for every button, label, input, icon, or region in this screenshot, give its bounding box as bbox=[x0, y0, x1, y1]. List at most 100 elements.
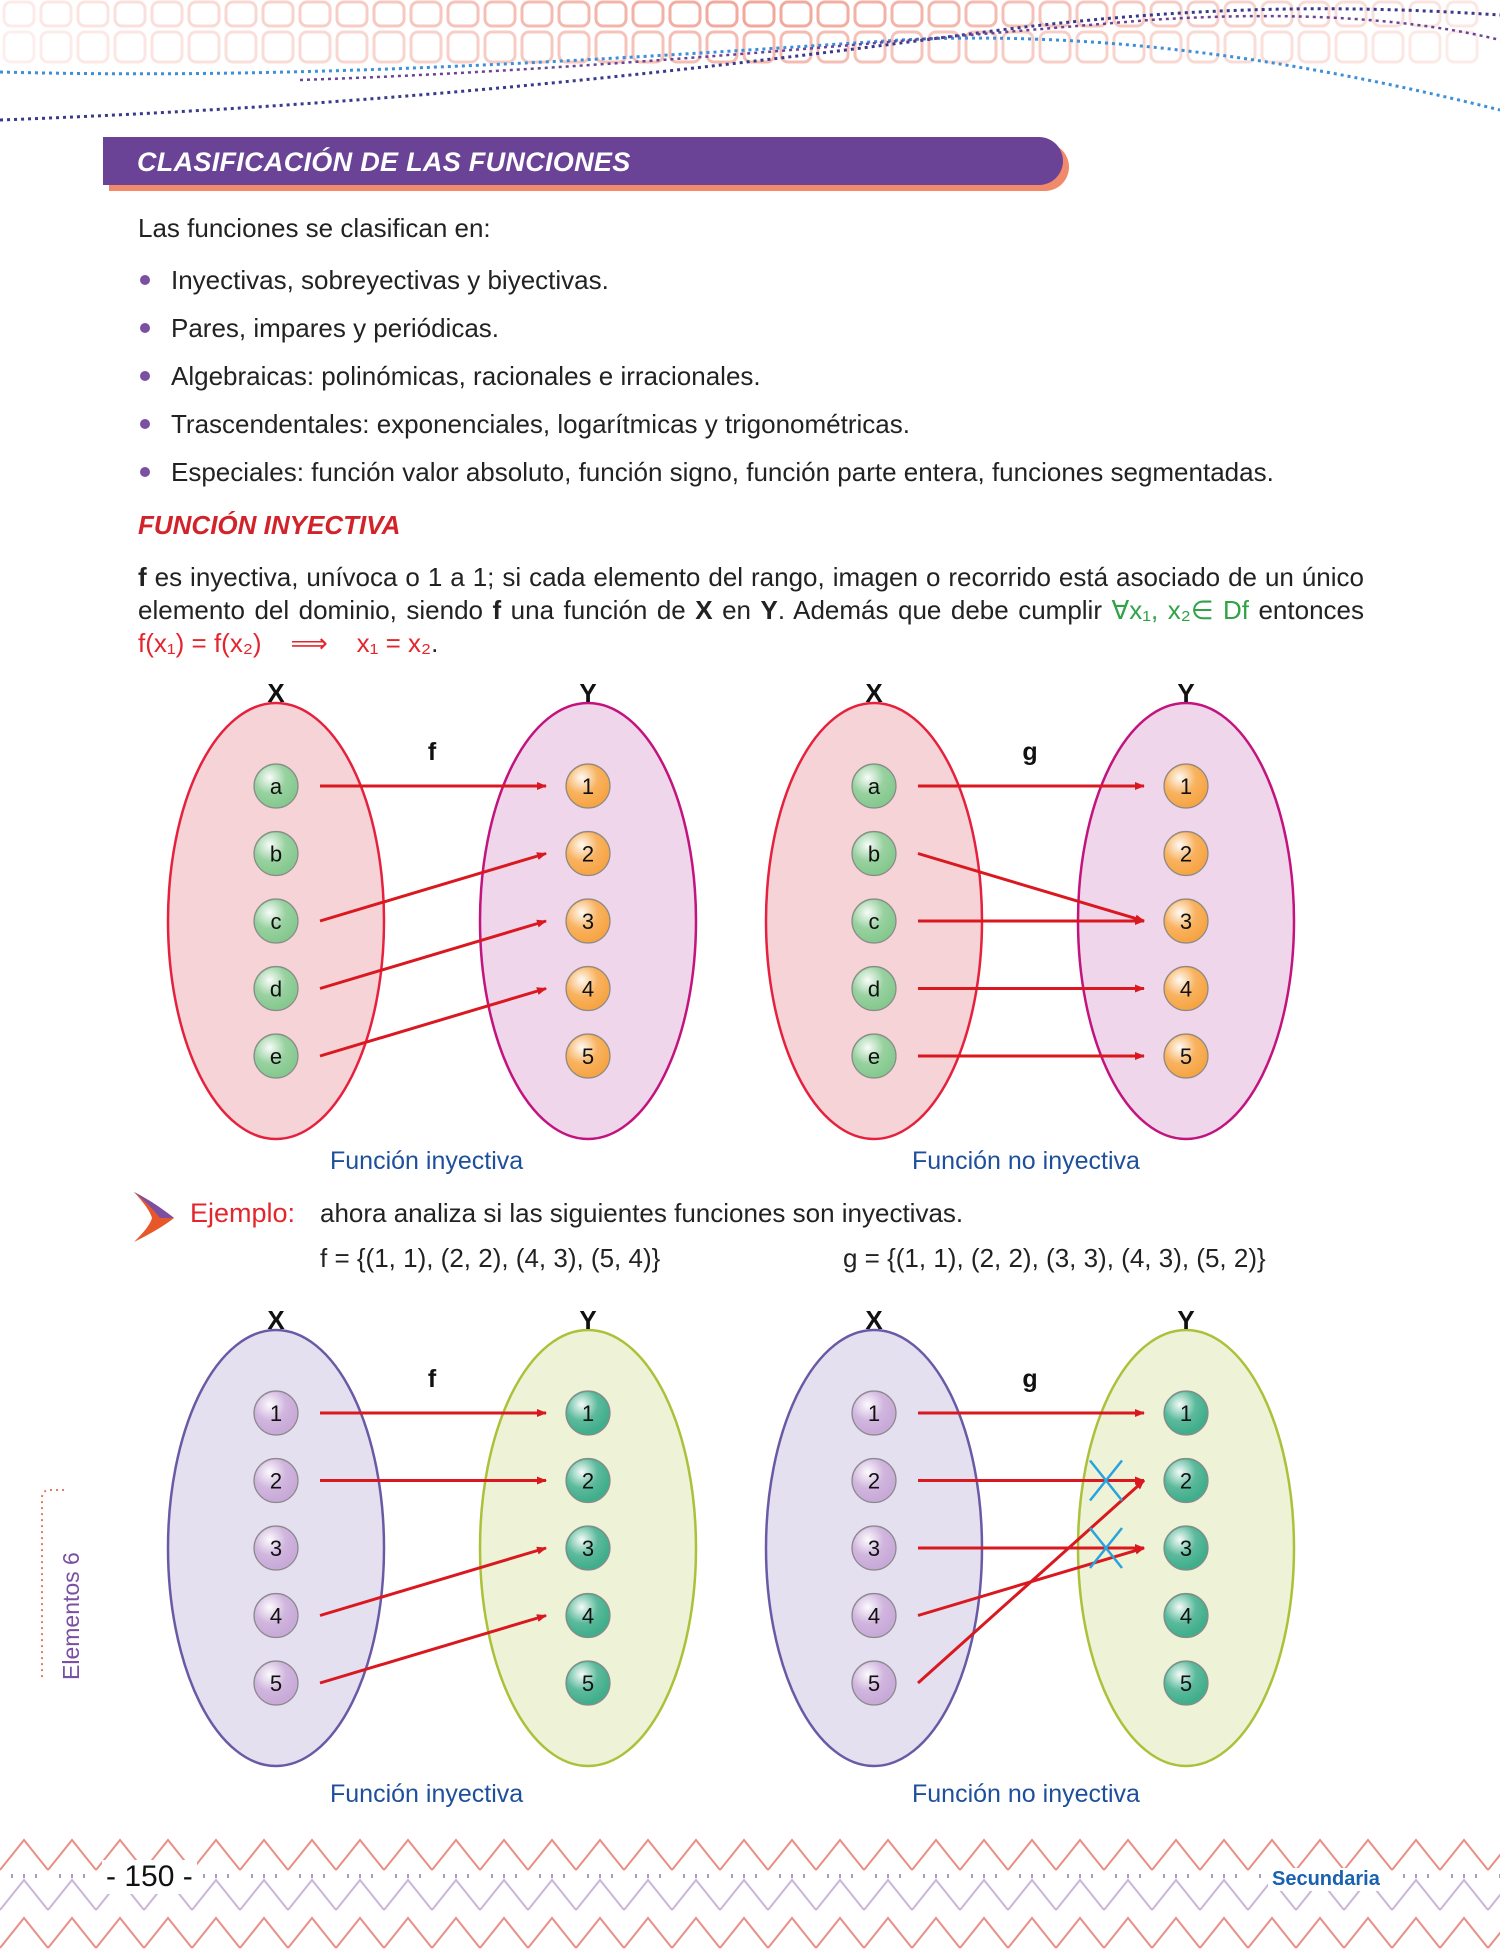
header-tile bbox=[39, 0, 73, 28]
header-tile bbox=[1223, 30, 1257, 64]
header-tile bbox=[816, 0, 850, 28]
subheading-injective: FUNCIÓN INYECTIVA bbox=[138, 510, 401, 540]
element-label: 3 bbox=[270, 1536, 282, 1561]
header-tile bbox=[446, 0, 480, 28]
footer-pattern bbox=[191, 1916, 241, 1949]
domain-element: 5 bbox=[253, 1660, 299, 1706]
header-tile bbox=[520, 0, 554, 28]
side-book-label: Elementos 6 bbox=[58, 1552, 84, 1680]
element-label: 1 bbox=[582, 1401, 594, 1426]
definition-text: entonces bbox=[1248, 595, 1364, 625]
footer-pattern bbox=[0, 1916, 49, 1949]
section-title-band bbox=[103, 137, 1063, 185]
header-tile bbox=[1260, 30, 1294, 64]
footer-pattern bbox=[1007, 1838, 1057, 1871]
footer-pattern bbox=[1199, 1916, 1249, 1949]
header-tile bbox=[927, 30, 961, 64]
header-tile bbox=[1260, 0, 1294, 28]
domain-element: 4 bbox=[851, 1592, 897, 1639]
footer-pattern bbox=[1487, 1931, 1500, 1949]
codomain-element: 3 bbox=[565, 898, 611, 944]
codomain-element: 2 bbox=[565, 1457, 611, 1504]
footer-pattern bbox=[623, 1916, 673, 1949]
footer-pattern bbox=[383, 1838, 433, 1871]
function-name: g bbox=[1022, 1365, 1037, 1393]
header-tile bbox=[76, 0, 110, 28]
header-tile bbox=[372, 30, 406, 64]
list-item: Trascendentales: exponenciales, logarítm… bbox=[138, 400, 1274, 448]
footer-pattern bbox=[527, 1916, 577, 1949]
section-title-bar: CLASIFICACIÓN DE LAS FUNCIONES bbox=[103, 137, 1069, 191]
mapping-arrow bbox=[319, 919, 547, 990]
element-label: 4 bbox=[582, 1604, 594, 1629]
element-label: 4 bbox=[270, 1604, 282, 1629]
element-label: 4 bbox=[1180, 977, 1192, 1002]
footer-pattern bbox=[863, 1916, 913, 1949]
footer-pattern bbox=[815, 1838, 865, 1871]
symbol-x: X bbox=[695, 595, 713, 625]
footer-pattern bbox=[1247, 1916, 1297, 1949]
element-label: c bbox=[869, 909, 880, 934]
footer-pattern bbox=[479, 1916, 529, 1949]
footer-pattern bbox=[575, 1916, 625, 1949]
domain-element: 3 bbox=[253, 1525, 299, 1571]
header-tile bbox=[1001, 0, 1035, 28]
footer-pattern bbox=[239, 1916, 289, 1949]
definition-paragraph: f es inyectiva, unívoca o 1 a 1; si cada… bbox=[138, 561, 1364, 660]
condition-expression: f(x₁) = f(x₂) ⟹ x₁ = x₂ bbox=[138, 628, 432, 658]
footer-pattern bbox=[1103, 1916, 1153, 1949]
header-tile bbox=[668, 0, 702, 28]
footer-pattern bbox=[479, 1838, 529, 1871]
footer-pattern bbox=[47, 1838, 97, 1871]
diagram-caption: Función inyectiva bbox=[330, 1147, 524, 1175]
intro-text: Las funciones se clasifican en: bbox=[138, 213, 491, 243]
footer-pattern bbox=[671, 1916, 721, 1949]
footer-pattern bbox=[1343, 1838, 1393, 1871]
header-tile bbox=[76, 30, 110, 64]
set-label-x: X bbox=[865, 678, 883, 708]
element-label: d bbox=[868, 977, 880, 1002]
footer-pattern bbox=[1439, 1916, 1489, 1949]
footer-pattern bbox=[1295, 1916, 1345, 1949]
header-tile bbox=[1371, 0, 1405, 28]
footer-pattern bbox=[287, 1838, 337, 1871]
header-tile bbox=[2, 30, 36, 64]
codomain-element: 1 bbox=[1163, 763, 1209, 809]
header-tile bbox=[1038, 30, 1072, 64]
domain-element: e bbox=[253, 1033, 299, 1079]
element-label: 4 bbox=[1180, 1604, 1192, 1629]
codomain-element: 4 bbox=[565, 1592, 611, 1639]
header-tile bbox=[1186, 30, 1220, 64]
example-chevron-icon bbox=[134, 1192, 174, 1242]
definition-text: en bbox=[712, 595, 761, 625]
header-tile bbox=[964, 30, 998, 64]
domain-element: b bbox=[851, 830, 897, 877]
footer-pattern bbox=[383, 1916, 433, 1949]
footer-pattern bbox=[191, 1838, 241, 1871]
header-tile bbox=[335, 0, 369, 28]
element-label: 2 bbox=[1180, 842, 1192, 867]
header-tile bbox=[1075, 30, 1109, 64]
header-tile bbox=[298, 30, 332, 64]
element-label: 1 bbox=[868, 1401, 880, 1426]
function-name: f bbox=[428, 1365, 437, 1393]
footer-pattern bbox=[383, 1878, 433, 1911]
footer-pattern bbox=[431, 1838, 481, 1871]
footer-pattern bbox=[1103, 1838, 1153, 1871]
footer-pattern bbox=[719, 1878, 769, 1911]
element-label: 5 bbox=[582, 1671, 594, 1696]
footer-decoration bbox=[0, 1838, 1500, 1949]
mapping-arrow bbox=[917, 852, 1145, 923]
footer-pattern bbox=[719, 1916, 769, 1949]
header-tile bbox=[1112, 0, 1146, 28]
element-label: 3 bbox=[1180, 1536, 1192, 1561]
element-label: a bbox=[868, 774, 881, 799]
function-name: g bbox=[1022, 738, 1037, 766]
footer-pattern bbox=[863, 1878, 913, 1911]
header-tile bbox=[372, 0, 406, 28]
header-tile bbox=[1149, 30, 1183, 64]
footer-pattern bbox=[1439, 1878, 1489, 1911]
footer-pattern bbox=[335, 1838, 385, 1871]
mapping-arrow bbox=[319, 1546, 547, 1617]
mapping-arrow bbox=[319, 987, 547, 1058]
